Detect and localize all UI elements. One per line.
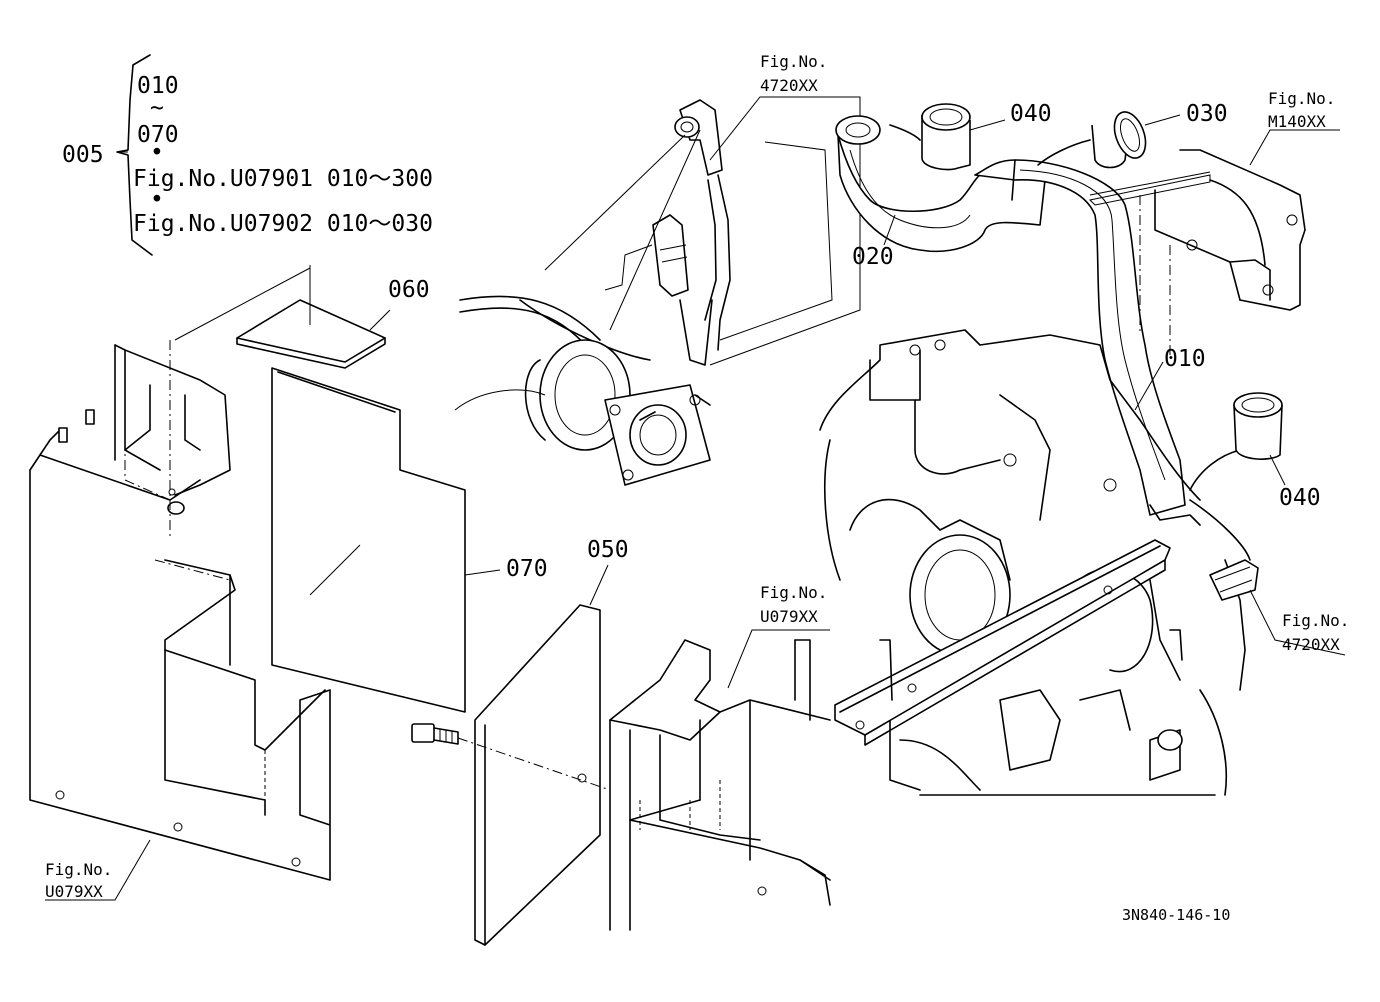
upper-bracket: [1088, 129, 1340, 355]
label-040-right: 040: [1279, 485, 1321, 511]
svg-text:4720XX: 4720XX: [1282, 635, 1340, 654]
part-labels: 010 020 030 040 040 050 060 070: [388, 101, 1321, 582]
fig-ref-u079xx-left: Fig.No. U079XX: [45, 860, 112, 901]
sensor-connector-top: [674, 99, 723, 176]
part-070-insulator: [271, 367, 501, 713]
svg-text:Fig.No.: Fig.No.: [1282, 611, 1349, 630]
left-cover-assembly: [29, 340, 331, 901]
fig-ref-4720xx-top: Fig.No. 4720XX: [760, 52, 827, 95]
hose-010-020: [835, 115, 1241, 526]
label-040-top: 040: [1010, 101, 1052, 127]
clamp-040-right: [1233, 392, 1286, 486]
range-end: 070: [137, 122, 179, 148]
fig-ref-m140xx: Fig.No. M140XX: [1268, 89, 1335, 131]
bullet-2: •: [150, 187, 164, 213]
label-020: 020: [852, 244, 894, 270]
range-start: 010: [137, 73, 179, 99]
label-030: 030: [1186, 101, 1228, 127]
clamp-030: [1091, 111, 1181, 169]
clamp-040-top: [921, 103, 1006, 171]
drawing-id: 3N840-146-10: [1122, 906, 1230, 924]
bullet-1: •: [150, 140, 164, 166]
label-060: 060: [388, 277, 430, 303]
sensor-connector-right: [1209, 559, 1346, 656]
group-callout: 005 010 ~ 070 • Fig.No.U07901 010～300 • …: [62, 54, 433, 256]
fig-ref-u07902: Fig.No.U07902 010～030: [133, 211, 433, 237]
label-050: 050: [587, 537, 629, 563]
sensor-connector-mid: [652, 214, 713, 366]
range-tilde: ~: [150, 95, 164, 121]
svg-text:Fig.No.: Fig.No.: [1268, 89, 1335, 108]
svg-text:Fig.No.: Fig.No.: [45, 860, 112, 879]
svg-text:4720XX: 4720XX: [760, 76, 818, 95]
fig-references: Fig.No. 4720XX Fig.No. M140XX Fig.No. 47…: [45, 52, 1349, 901]
part-060-pad: [174, 265, 391, 369]
svg-text:M140XX: M140XX: [1268, 112, 1326, 131]
fig-ref-u079xx-mid: Fig.No. U079XX: [760, 583, 827, 626]
group-number: 005: [62, 142, 104, 168]
svg-text:Fig.No.: Fig.No.: [760, 52, 827, 71]
label-070: 070: [506, 556, 548, 582]
part-050-plate: [411, 564, 611, 946]
svg-text:U079XX: U079XX: [45, 882, 103, 901]
lower-bracket: [609, 629, 831, 931]
exhaust-sensor-area: [454, 96, 861, 486]
bolt: [411, 723, 459, 745]
fig-ref-u07901: Fig.No.U07901 010～300: [133, 166, 433, 192]
svg-text:U079XX: U079XX: [760, 607, 818, 626]
engine-block: [819, 329, 1346, 796]
label-010: 010: [1164, 346, 1206, 372]
fig-ref-4720xx-right: Fig.No. 4720XX: [1282, 611, 1349, 654]
svg-text:Fig.No.: Fig.No.: [760, 583, 827, 602]
